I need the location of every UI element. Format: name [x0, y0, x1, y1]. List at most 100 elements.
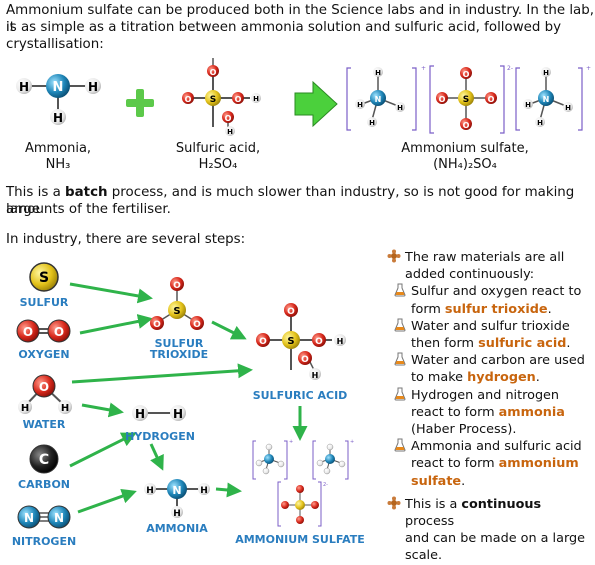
batch-bold: batch: [65, 185, 108, 200]
svg-text:O: O: [23, 325, 33, 339]
svg-text:S: S: [463, 95, 469, 105]
reaction-arrow-icon: [294, 80, 338, 128]
ammonia-name: Ammonia,: [24, 141, 92, 156]
svg-text:+: +: [350, 439, 354, 445]
svg-text:H: H: [227, 128, 233, 136]
flask-icon: [389, 387, 411, 406]
svg-text:H: H: [357, 101, 363, 109]
label-oxygen: OXYGEN: [18, 348, 69, 361]
label-lab-ammonium-sulfate: Ammonium sulfate, (NH₄)₂SO₄: [400, 141, 530, 173]
svg-text:+: +: [586, 65, 591, 72]
svg-text:O: O: [488, 95, 495, 104]
svg-text:H: H: [200, 486, 208, 496]
plus-icon: [126, 89, 154, 117]
flow-arrows: [69, 282, 253, 514]
water-molecule: O H H: [18, 374, 72, 414]
label-sulfur-trioxide-2: TRIOXIDE: [150, 348, 208, 361]
svg-text:H: H: [253, 95, 259, 103]
svg-text:O: O: [225, 114, 232, 123]
lab-ammonia-molecule: N H H H: [16, 74, 101, 125]
sulfuric-acid-formula: H₂SO₄: [198, 157, 238, 172]
sulfuric-acid-name: Sulfuric acid,: [175, 141, 261, 156]
svg-text:H: H: [53, 111, 63, 125]
svg-text:O: O: [439, 95, 446, 104]
label-ammonia: AMMONIA: [146, 522, 208, 535]
intro-line-1: Ammonium sulfate can be produced both in…: [6, 3, 595, 35]
svg-text:H: H: [61, 403, 69, 414]
svg-text:H: H: [525, 101, 531, 109]
batch-line-1: This is a batch process, and is much slo…: [6, 185, 575, 217]
svg-text:O: O: [54, 325, 64, 339]
svg-text:H: H: [88, 80, 98, 94]
svg-text:H: H: [369, 119, 375, 127]
svg-text:S: S: [287, 336, 294, 347]
intro-line-2: is as simple as a titration between ammo…: [6, 20, 562, 35]
flask-icon: [389, 283, 411, 302]
industry-intro: In industry, there are several steps:: [6, 232, 246, 247]
sulfur-atom: S: [29, 262, 59, 292]
sulfur-trioxide-molecule: O O O S: [150, 277, 204, 330]
label-nitrogen: NITROGEN: [12, 535, 76, 548]
label-lab-ammonia: Ammonia, NH₃: [20, 141, 96, 173]
svg-text:C: C: [39, 452, 49, 468]
svg-text:H: H: [19, 80, 29, 94]
svg-text:H: H: [135, 407, 145, 421]
flask-icon: [389, 352, 411, 371]
svg-text:S: S: [39, 270, 49, 286]
svg-text:O: O: [301, 355, 309, 365]
svg-text:S: S: [210, 95, 216, 105]
label-ammonium-sulfate: AMMONIUM SULFATE: [235, 533, 365, 546]
svg-text:N: N: [375, 95, 382, 104]
carbon-atom: C: [29, 444, 59, 474]
ammonia-formula: NH₃: [45, 157, 71, 172]
label-sulfur-trioxide-1: SULFUR: [155, 337, 204, 350]
svg-text:H: H: [375, 69, 381, 77]
svg-text:2-: 2-: [507, 65, 513, 72]
batch-line-2: amounts of the fertiliser.: [6, 202, 171, 217]
label-lab-sulfuric-acid: Sulfuric acid, H₂SO₄: [170, 141, 266, 173]
svg-text:H: H: [565, 104, 571, 112]
svg-text:N: N: [24, 511, 34, 525]
oxygen-molecule: O O: [16, 319, 71, 343]
nitrogen-molecule: N N: [17, 505, 71, 529]
chemistry-bullet-icon: [383, 496, 405, 515]
svg-text:N: N: [53, 80, 64, 95]
svg-text:O: O: [463, 121, 470, 130]
sulfuric-acid-molecule: O O O O S H H: [256, 303, 346, 380]
svg-text:H: H: [173, 407, 183, 421]
label-sulfur: SULFUR: [20, 296, 69, 309]
svg-text:H: H: [397, 104, 403, 112]
svg-text:O: O: [39, 380, 49, 394]
hydrogen-molecule: H H: [132, 405, 186, 421]
svg-text:O: O: [259, 337, 267, 347]
svg-text:O: O: [153, 320, 161, 330]
svg-text:H: H: [537, 119, 543, 127]
flask-icon: [389, 318, 411, 337]
flask-icon: [389, 438, 411, 457]
svg-text:+: +: [289, 439, 293, 445]
svg-text:O: O: [235, 95, 242, 104]
svg-text:+: +: [421, 65, 426, 72]
ammonium-sulfate-structure: + + 2-: [252, 439, 354, 527]
svg-text:O: O: [210, 68, 217, 77]
svg-text:N: N: [172, 484, 181, 497]
svg-text:O: O: [315, 337, 323, 347]
label-sulfuric-acid: SULFURIC ACID: [253, 389, 348, 402]
svg-text:N: N: [54, 511, 64, 525]
chemistry-bullet-icon: [383, 249, 405, 268]
svg-text:H: H: [146, 486, 154, 496]
svg-text:H: H: [337, 337, 344, 346]
label-water: WATER: [23, 418, 66, 431]
svg-text:O: O: [287, 307, 295, 317]
ammonium-sulfate-name: Ammonium sulfate,: [401, 141, 529, 156]
label-hydrogen: HYDROGEN: [125, 430, 195, 443]
